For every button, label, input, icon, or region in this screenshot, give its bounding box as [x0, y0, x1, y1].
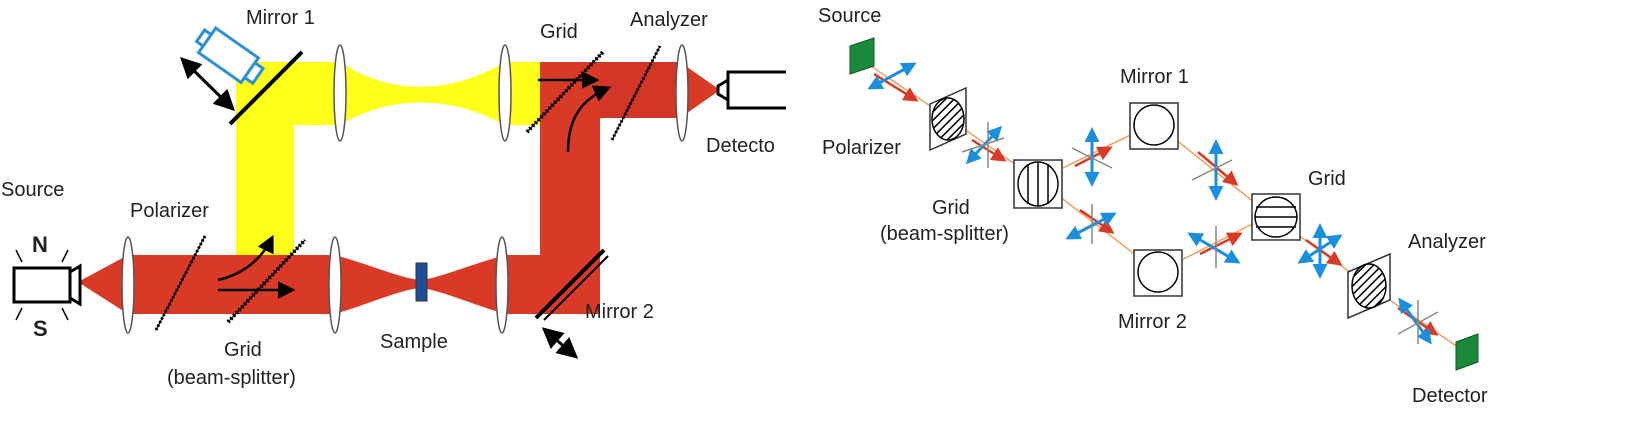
label-grid-bs-2: (beam-splitter) — [167, 367, 296, 389]
left-diagram: N S — [1, 7, 808, 389]
lens-upper-2 — [498, 44, 512, 142]
source-nozzle — [68, 263, 82, 307]
beams — [78, 62, 720, 314]
label-r-mirror-2: Mirror 2 — [1118, 311, 1187, 333]
split-arrow-up — [217, 234, 274, 282]
combine-arrow-up — [566, 85, 612, 153]
analyzer — [1347, 252, 1391, 320]
polarization-markers — [867, 62, 1439, 345]
label-grid-bs-1: Grid — [224, 339, 262, 361]
label-r-mirror-1: Mirror 1 — [1120, 66, 1189, 88]
mirror-1-surface — [228, 50, 304, 126]
detector — [716, 70, 790, 110]
beam-red-source — [78, 255, 236, 314]
label-mirror-2: Mirror 2 — [585, 301, 654, 323]
north-pole-label: N — [32, 232, 48, 257]
lens-lower-2 — [495, 236, 509, 334]
label-r-grid: Grid — [1308, 168, 1346, 190]
label-r-grid-bs-1: Grid — [932, 197, 970, 219]
lens-lower-1 — [328, 236, 342, 334]
beam-red-vertical — [540, 62, 600, 314]
beam-red-lower-arm — [236, 255, 540, 314]
label-analyzer: Analyzer — [630, 9, 708, 31]
label-polarizer: Polarizer — [130, 200, 209, 222]
beam-splitter — [1013, 159, 1063, 209]
lens-source — [121, 236, 135, 334]
label-r-analyzer: Analyzer — [1408, 231, 1486, 253]
label-r-polarizer: Polarizer — [822, 137, 901, 159]
lenses — [121, 44, 689, 334]
detector-emitter — [1455, 333, 1479, 371]
mirror-2-motion-arrow — [541, 327, 579, 359]
beam-red-analyzer — [600, 62, 680, 118]
label-r-grid-bs-2: (beam-splitter) — [880, 223, 1009, 245]
mirror-1-box — [1129, 102, 1179, 150]
detector-body — [726, 70, 790, 110]
source-emitter — [849, 37, 875, 75]
label-detector: Detecto — [706, 135, 775, 157]
right-diagram: Source Polarizer Grid (beam-splitter) Mi… — [818, 5, 1488, 407]
mirror-1-motion-arrow — [179, 57, 236, 111]
mirror-2-surface — [534, 248, 606, 320]
label-r-source: Source — [818, 5, 881, 27]
mirror-2-box — [1133, 249, 1183, 297]
sample — [415, 262, 428, 302]
polarizer — [929, 86, 967, 152]
lens-upper-1 — [333, 44, 347, 142]
source-body — [12, 266, 72, 304]
label-grid: Grid — [540, 21, 578, 43]
label-sample: Sample — [380, 331, 448, 353]
mirror-1 — [179, 25, 304, 126]
recombiner — [1251, 193, 1301, 241]
source-magnet: N S — [12, 232, 82, 341]
label-r-detector: Detector — [1412, 385, 1488, 407]
lens-detector — [675, 44, 689, 142]
label-source: Source — [1, 179, 64, 201]
label-mirror-1: Mirror 1 — [246, 7, 315, 29]
mirror-2 — [534, 248, 609, 359]
south-pole-label: S — [33, 316, 48, 341]
